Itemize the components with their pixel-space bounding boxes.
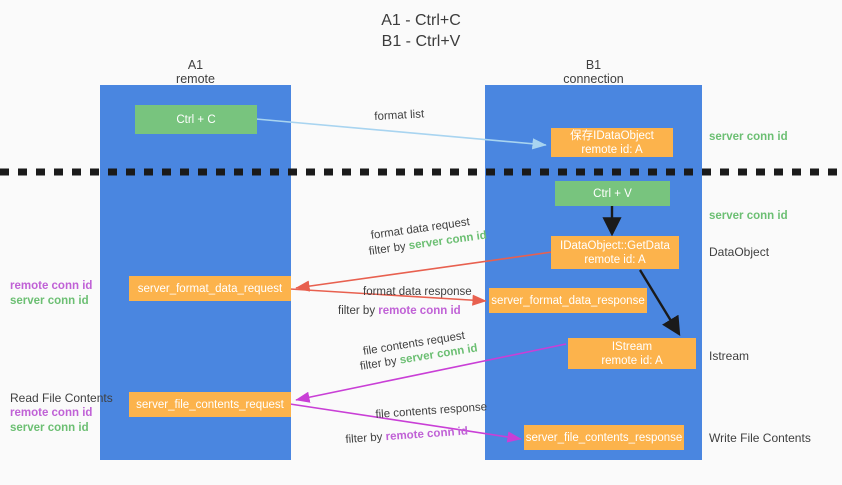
page-title: A1 - Ctrl+C B1 - Ctrl+V: [381, 12, 461, 50]
node-istream[interactable]: IStream remote id: A: [568, 338, 696, 369]
lane-header-b1: B1 connection: [485, 58, 702, 86]
node-save-idataobject-label: 保存IDataObject: [570, 129, 654, 142]
edge-label-format-list: format list: [374, 108, 425, 123]
edge-label-file-contents-response: file contents response: [375, 401, 488, 421]
edge-label-format-data-response: format data response: [363, 286, 472, 298]
node-save-idataobject[interactable]: 保存IDataObject remote id: A: [551, 128, 673, 157]
left-label-group-format: remote conn id server conn id: [10, 279, 92, 309]
node-ctrl-v-label: Ctrl + V: [593, 187, 632, 200]
filter-prefix: filter by: [368, 240, 410, 258]
right-label-server-conn-id-1: server conn id: [709, 131, 788, 143]
filter-prefix: filter by: [338, 305, 379, 317]
node-ctrl-c[interactable]: Ctrl + C: [135, 105, 257, 134]
filter-prefix: filter by: [345, 431, 387, 446]
node-istream-remote-id: remote id: A: [601, 354, 663, 367]
right-label-istream: Istream: [709, 349, 750, 363]
lane-b1-role: connection: [563, 72, 624, 86]
left-label-read-file-contents: Read File Contents: [10, 391, 113, 405]
node-ctrl-c-label: Ctrl + C: [176, 113, 216, 126]
node-save-idataobject-remote-id: remote id: A: [581, 143, 643, 156]
node-idataobject-getdata[interactable]: IDataObject::GetData remote id: A: [551, 236, 679, 269]
edge-label-format-data-response-filter: filter by remote conn id: [338, 304, 461, 319]
node-ctrl-v[interactable]: Ctrl + V: [555, 181, 670, 206]
left-label-server-conn-id-1: server conn id: [10, 295, 89, 307]
right-label-server-conn-id-2: server conn id: [709, 210, 788, 222]
left-label-group-file-contents: Read File Contents remote conn id server…: [10, 391, 113, 436]
node-idataobject-getdata-remote-id: remote id: A: [584, 253, 646, 266]
left-label-remote-conn-id-2: remote conn id: [10, 407, 93, 419]
node-server-file-contents-request-label: server_file_contents_request: [136, 398, 284, 411]
node-idataobject-getdata-label: IDataObject::GetData: [560, 239, 670, 252]
lane-a1-role: remote: [176, 72, 215, 86]
node-istream-label: IStream: [611, 340, 653, 353]
node-server-file-contents-response[interactable]: server_file_contents_response: [524, 425, 684, 450]
filter-key-remote-conn-id: remote conn id: [385, 425, 469, 444]
right-label-dataobject: DataObject: [709, 245, 770, 259]
lane-b1-name: B1: [585, 58, 602, 72]
lane-header-a1: A1 remote: [100, 58, 291, 86]
node-server-format-data-response-label: server_format_data_response: [491, 294, 645, 307]
left-label-server-conn-id-2: server conn id: [10, 422, 89, 434]
node-server-format-data-request-label: server_format_data_request: [137, 282, 283, 295]
right-label-write-file-contents: Write File Contents: [709, 431, 811, 445]
filter-key-remote-conn-id: remote conn id: [378, 305, 461, 317]
node-server-format-data-request[interactable]: server_format_data_request: [129, 276, 291, 301]
node-server-format-data-response[interactable]: server_format_data_response: [489, 288, 647, 313]
lane-a1-name: A1: [187, 58, 204, 72]
node-server-file-contents-request[interactable]: server_file_contents_request: [129, 392, 291, 417]
left-label-remote-conn-id-1: remote conn id: [10, 280, 93, 292]
node-server-file-contents-response-label: server_file_contents_response: [525, 431, 683, 444]
edge-label-file-contents-response-filter: filter by remote conn id: [345, 424, 468, 448]
